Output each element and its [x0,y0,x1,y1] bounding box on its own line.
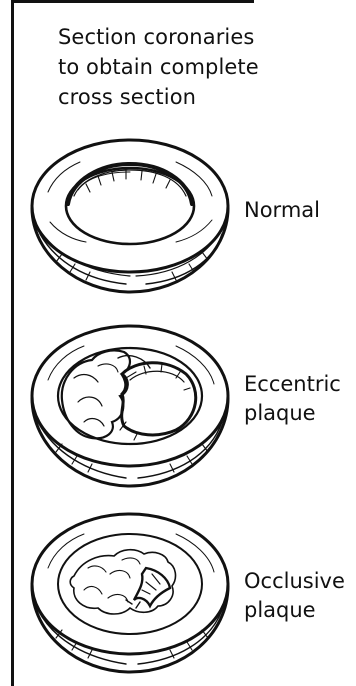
eccentric-label-line-2: plaque [244,399,341,428]
normal-label-line-1: Normal [244,196,320,225]
occlusive-plaque-vessel-illustration [26,508,234,678]
occlusive-plaque-label: Occlusive plaque [244,567,345,625]
normal-label: Normal [244,196,320,225]
heading-line-2: to obtain complete [58,52,298,82]
eccentric-label-line-1: Eccentric [244,370,341,399]
panel-top-border [11,0,254,3]
eccentric-plaque-vessel-illustration [26,318,234,492]
occlusive-label-line-2: plaque [244,596,345,625]
normal-vessel-illustration [26,134,234,299]
heading-line-3: cross section [58,82,298,112]
heading-line-1: Section coronaries [58,22,298,52]
figure-heading: Section coronaries to obtain complete cr… [58,22,298,112]
eccentric-plaque-label: Eccentric plaque [244,370,341,428]
occlusive-label-line-1: Occlusive [244,567,345,596]
panel-left-border [11,0,14,686]
